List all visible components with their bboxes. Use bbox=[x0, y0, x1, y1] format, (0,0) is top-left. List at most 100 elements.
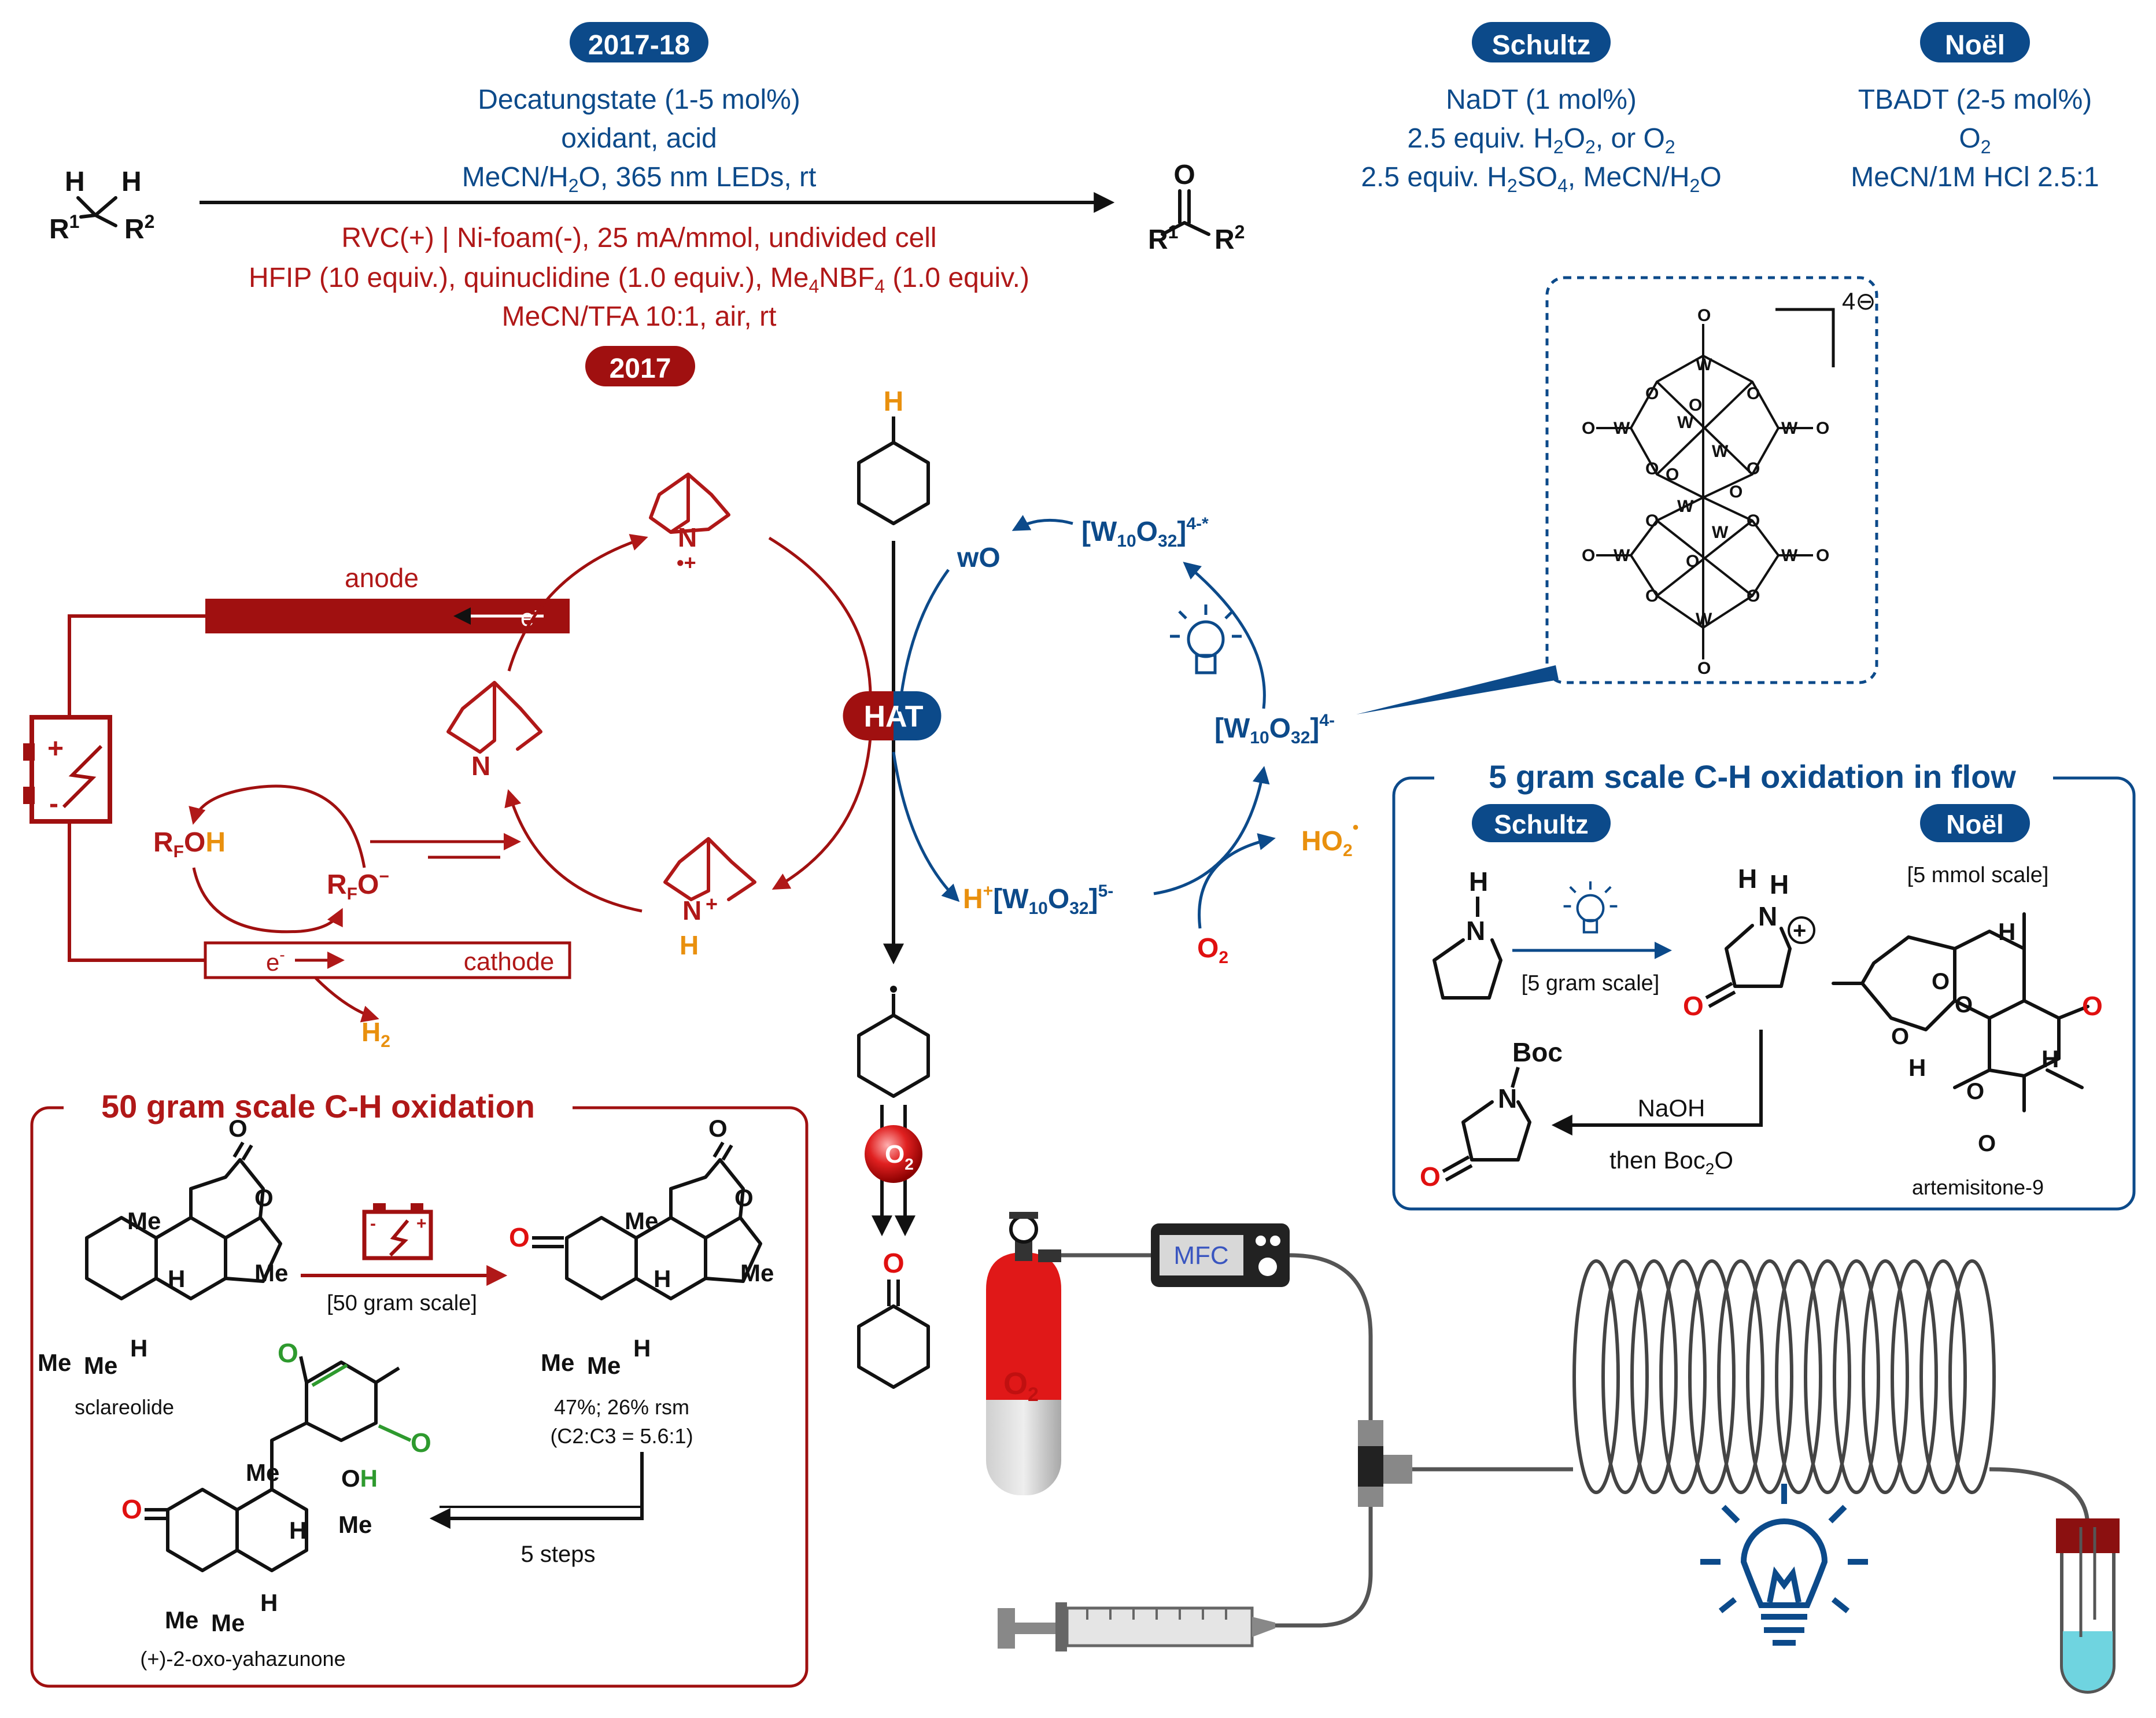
svg-text:O: O bbox=[1729, 482, 1742, 502]
svg-text:Me: Me bbox=[165, 1606, 198, 1634]
quinuclidine-radical-cation: N •+ bbox=[649, 473, 730, 574]
reduced-state-label: H+[W10O32]5- bbox=[963, 882, 1113, 918]
svg-text:Me: Me bbox=[541, 1349, 574, 1376]
boc-pyrrolidinone: Boc N O bbox=[1420, 1037, 1563, 1192]
svg-text:O: O bbox=[1645, 384, 1659, 403]
badge-2017-text: 2017 bbox=[610, 353, 671, 384]
o2-ball bbox=[865, 1125, 922, 1183]
svg-text:O: O bbox=[1645, 459, 1659, 478]
svg-text:H: H bbox=[260, 1589, 278, 1616]
photo-condition-3: MeCN/H2O, 365 nm LEDs, rt bbox=[462, 162, 817, 196]
sclareolide-box-title: 50 gram scale C-H oxidation bbox=[101, 1088, 535, 1125]
svg-text:O: O bbox=[228, 1115, 248, 1142]
cathode-electrode bbox=[204, 941, 571, 979]
svg-text:-: - bbox=[49, 788, 58, 819]
svg-text:+: + bbox=[47, 733, 64, 764]
electro-condition-3: MeCN/TFA 10:1, air, rt bbox=[502, 301, 777, 332]
lightbulb-large-icon bbox=[1700, 1484, 1868, 1646]
flow-badge-schultz-text: Schultz bbox=[1494, 809, 1589, 839]
svg-text:O: O bbox=[1645, 587, 1659, 606]
o2-label: O2 bbox=[1197, 933, 1228, 967]
svg-text:R2: R2 bbox=[124, 211, 154, 245]
pyrrolidinone-salt: H H N + O bbox=[1683, 864, 1815, 1021]
svg-text:W: W bbox=[1677, 497, 1694, 516]
svg-text:O: O bbox=[411, 1428, 431, 1458]
svg-text:H: H bbox=[654, 1265, 671, 1292]
svg-text:H: H bbox=[1738, 864, 1757, 894]
badge-schultz-text: Schultz bbox=[1492, 30, 1591, 61]
svg-text:N: N bbox=[471, 751, 490, 781]
badge-2017 bbox=[585, 346, 695, 386]
ho2-label: HO2• bbox=[1301, 818, 1358, 860]
syringe-icon bbox=[998, 1602, 1275, 1651]
svg-text:H: H bbox=[168, 1265, 185, 1292]
svg-text:W: W bbox=[1781, 419, 1798, 438]
svg-text:W: W bbox=[1696, 610, 1712, 629]
svg-text:H: H bbox=[680, 930, 699, 960]
svg-text:O: O bbox=[1689, 396, 1702, 415]
svg-text:Me: Me bbox=[38, 1349, 71, 1376]
sclareolide-scale-label: [50 gram scale] bbox=[327, 1291, 477, 1315]
sclareolide-box: 50 gram scale C-H oxidation O O Me H Me … bbox=[30, 1087, 808, 1688]
noel-line-1: TBADT (2-5 mol%) bbox=[1858, 84, 2092, 115]
svg-text:O: O bbox=[1816, 546, 1829, 565]
svg-text:O: O bbox=[1932, 969, 1950, 994]
svg-text:O: O bbox=[1955, 992, 1973, 1017]
svg-text:H2: H2 bbox=[361, 1017, 390, 1051]
battery-icon: + - bbox=[23, 715, 112, 824]
schultz-line-2: 2.5 equiv. H2O2, or O2 bbox=[1407, 123, 1675, 157]
svg-text:O: O bbox=[1173, 160, 1195, 190]
badge-noel-text: Noël bbox=[1945, 30, 2005, 61]
t-mixer bbox=[1358, 1420, 1412, 1507]
flow-box-title: 5 gram scale C-H oxidation in flow bbox=[1489, 758, 2016, 795]
flow-badge-noel-text: Noël bbox=[1946, 809, 2004, 839]
rfo-label: RFO− bbox=[327, 867, 389, 904]
anode-label: anode bbox=[345, 563, 419, 593]
svg-text:O: O bbox=[1582, 419, 1595, 438]
yield-label: 47%; 26% rsm bbox=[554, 1395, 689, 1419]
cyclohexane-h-label: H bbox=[884, 386, 904, 417]
svg-text:H: H bbox=[1469, 867, 1488, 897]
noel-line-3: MeCN/1M HCl 2.5:1 bbox=[1851, 162, 2099, 193]
svg-text:O: O bbox=[121, 1494, 142, 1524]
rfoh-label: RFOH bbox=[153, 827, 226, 861]
hat-badge-red bbox=[843, 691, 894, 740]
cyclohexane-1 bbox=[857, 441, 930, 525]
photo-condition-2: oxidant, acid bbox=[561, 123, 717, 154]
schultz-line-3: 2.5 equiv. H2SO4, MeCN/H2O bbox=[1361, 162, 1721, 196]
yahazunone-structure: O O O Me H OH Me Me Me H bbox=[121, 1338, 431, 1636]
svg-text:H: H bbox=[1908, 1054, 1926, 1081]
coil-reactor-icon bbox=[1572, 1259, 1996, 1494]
svg-text:R1: R1 bbox=[1148, 222, 1178, 255]
badge-2017-18 bbox=[570, 22, 708, 62]
lightbulb-icon bbox=[1170, 604, 1242, 674]
schultz-line-1: NaDT (1 mol%) bbox=[1446, 84, 1637, 115]
cyclohexanone bbox=[857, 1304, 930, 1389]
svg-text:N: N bbox=[678, 522, 697, 552]
svg-text:W: W bbox=[1781, 546, 1798, 565]
flow-badge-noel bbox=[1920, 804, 2030, 842]
svg-text:Me: Me bbox=[254, 1259, 288, 1286]
svg-text:O: O bbox=[278, 1338, 298, 1368]
svg-text:O: O bbox=[1747, 384, 1760, 403]
svg-text:OH: OH bbox=[341, 1465, 378, 1492]
hat-badge-blue bbox=[894, 691, 942, 740]
quinuclidinium: N + H bbox=[663, 837, 756, 960]
svg-text:O: O bbox=[1686, 552, 1699, 571]
svg-text:O: O bbox=[1747, 459, 1760, 478]
svg-text:W: W bbox=[1614, 419, 1630, 438]
svg-text:Me: Me bbox=[338, 1511, 372, 1538]
ketone-o-label: O bbox=[883, 1248, 904, 1279]
svg-text:-: - bbox=[370, 1214, 376, 1233]
svg-text:Me: Me bbox=[587, 1352, 621, 1379]
svg-text:Me: Me bbox=[740, 1259, 774, 1286]
ratio-label: (C2:C3 = 5.6:1) bbox=[550, 1424, 693, 1448]
svg-text:O: O bbox=[1966, 1079, 1984, 1104]
svg-text:+: + bbox=[706, 892, 718, 916]
svg-text:O: O bbox=[1891, 1024, 1909, 1049]
noel-line-2: O2 bbox=[1959, 123, 1991, 157]
svg-text:H: H bbox=[121, 167, 142, 197]
svg-text:W: W bbox=[1712, 523, 1729, 542]
svg-text:O: O bbox=[1978, 1131, 1996, 1156]
